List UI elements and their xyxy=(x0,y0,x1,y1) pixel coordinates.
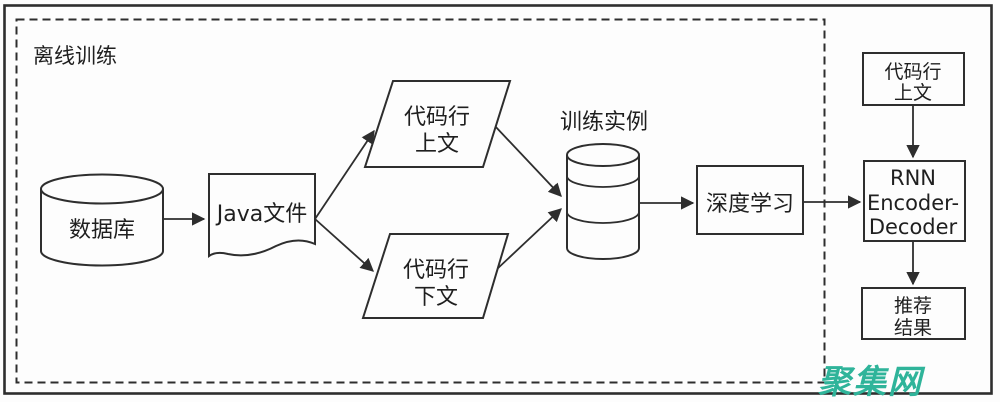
outer-border xyxy=(3,4,993,395)
rnn-encoder-decoder-box xyxy=(863,160,966,242)
code-context-upper-node: 代码行 上文 xyxy=(363,80,512,168)
recommendation-result-line1: 推荐 xyxy=(894,295,932,317)
offline-training-boundary xyxy=(15,18,826,384)
training-instances-cylinder-body xyxy=(566,155,640,260)
arrow-javafile-to-upper-context xyxy=(314,129,375,220)
watermark-text: 聚集网 xyxy=(818,362,926,401)
deep-learning-label: 深度学习 xyxy=(706,192,794,217)
training-instances-divider-1 xyxy=(566,175,640,188)
training-instances-divider-2 xyxy=(566,211,640,224)
code-context-upper-parallelogram xyxy=(363,80,512,168)
arrow-upper-context-to-instances xyxy=(493,124,562,197)
java-file-node: Java文件 xyxy=(208,173,316,258)
database-label: 数据库 xyxy=(69,218,135,243)
rnn-line1: RNN xyxy=(890,166,936,190)
arrow-javafile-to-lower-context xyxy=(314,218,375,272)
training-instances-label: 训练实例 xyxy=(560,110,648,135)
code-context-lower-line2: 下文 xyxy=(414,285,458,310)
recommendation-result-box xyxy=(861,287,966,340)
code-context-upper-line1: 代码行 xyxy=(404,105,470,130)
java-file-label: Java文件 xyxy=(215,202,307,227)
database-cylinder-top xyxy=(40,173,164,205)
training-instances-cylinder-top xyxy=(566,143,640,167)
deep-learning-node: 深度学习 xyxy=(696,165,804,235)
code-context-upper-line2: 上文 xyxy=(415,132,459,157)
rnn-line3: Decoder xyxy=(869,215,958,239)
code-context-input-box xyxy=(862,52,965,106)
java-file-document-shape xyxy=(208,173,316,258)
code-context-input-line2: 上文 xyxy=(894,82,932,104)
code-context-lower-line1: 代码行 xyxy=(403,258,469,283)
recommendation-result-node: 推荐 结果 xyxy=(861,287,966,340)
database-node: 数据库 xyxy=(40,173,164,267)
code-context-lower-parallelogram xyxy=(361,233,510,319)
code-context-input-node: 代码行 上文 xyxy=(862,52,965,106)
deep-learning-box xyxy=(696,165,804,235)
offline-training-label: 离线训练 xyxy=(33,44,117,68)
code-context-input-line1: 代码行 xyxy=(884,61,941,83)
training-instances-node: 训练实例 xyxy=(560,110,648,260)
arrow-lower-context-to-instances xyxy=(495,208,562,271)
database-cylinder-body xyxy=(40,189,164,267)
rnn-encoder-decoder-node: RNN Encoder- Decoder xyxy=(863,160,966,242)
code-context-lower-node: 代码行 下文 xyxy=(361,233,510,319)
recommendation-result-line2: 结果 xyxy=(894,317,932,339)
rnn-line2: Encoder- xyxy=(867,191,959,215)
